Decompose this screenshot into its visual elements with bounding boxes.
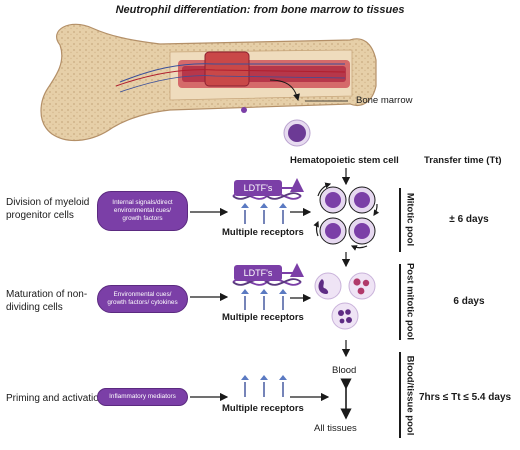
pool-label-1: Mitotic pool	[404, 192, 416, 247]
post-mitotic-cells	[314, 272, 376, 330]
receptors-1	[241, 203, 287, 224]
callout-arrow	[269, 79, 300, 101]
ldtf-label-1: LDTF's	[243, 183, 273, 193]
hsc-label: Hematopoietic stem cell	[290, 155, 399, 166]
transfer-time-header: Transfer time (Tt)	[424, 155, 502, 166]
stage-name-2: Maturation of non-dividing cells	[6, 289, 88, 313]
pool-label-2: Post mitotic pool	[404, 262, 416, 341]
signals-pill-2: Environmental cues/ growth factors/ cyto…	[97, 285, 188, 313]
mitotic-cells-cluster	[313, 182, 380, 251]
ldtf-label-2: LDTF's	[243, 268, 273, 278]
bone-marrow-label: Bone marrow	[356, 95, 413, 106]
transfer-time-2: 6 days	[453, 296, 485, 307]
ldtf-badge-1	[234, 180, 282, 196]
transfer-time-3: 7hrs ≤ Tt ≤ 5.4 days	[418, 392, 512, 403]
femur-bone	[40, 23, 377, 142]
receptors-2	[241, 289, 287, 310]
signals-pill-3: Inflammatory mediators	[97, 388, 188, 406]
small-cell-dot	[241, 107, 247, 113]
receptors-label-1: Multiple receptors	[222, 227, 304, 238]
stage-name-3: Priming and activation	[6, 393, 105, 404]
ldtf-badge-2	[234, 265, 282, 281]
receptors-label-3: Multiple receptors	[222, 403, 304, 414]
stage-name-1: Division of myeloid progenitor cells	[6, 197, 90, 221]
blood-label: Blood	[332, 365, 357, 376]
tissues-label: All tissues	[314, 423, 357, 434]
signals-pill-1: Internal signals/direct environmental cu…	[97, 191, 188, 231]
receptors-3	[241, 375, 287, 397]
transfer-time-1: ± 6 days	[449, 214, 489, 225]
receptors-label-2: Multiple receptors	[222, 312, 304, 323]
diagram-title: Neutrophil differentiation: from bone ma…	[115, 4, 405, 16]
